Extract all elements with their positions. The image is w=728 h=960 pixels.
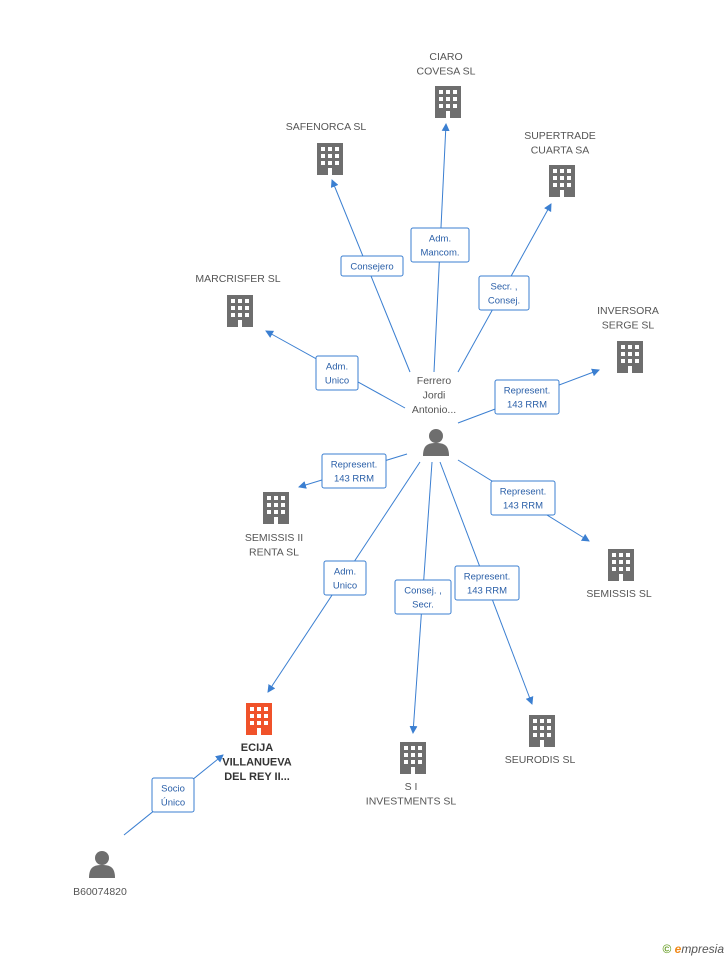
e-ciaro-label[interactable]: Adm. Mancom. bbox=[410, 227, 470, 263]
e-inversora-label-text: 143 RRM bbox=[507, 400, 547, 411]
node-si-label: INVESTMENTS SL bbox=[366, 796, 457, 808]
building-icon[interactable] bbox=[263, 492, 289, 524]
e-seurodis-label[interactable]: Represent. 143 RRM bbox=[454, 565, 520, 601]
node-inversora-label: INVERSORA bbox=[597, 305, 659, 317]
node-semissis-label: SEMISSIS SL bbox=[586, 588, 652, 600]
e-supertrade-label-box[interactable] bbox=[478, 275, 530, 311]
node-safenorca[interactable]: SAFENORCA SL bbox=[286, 121, 367, 175]
node-ciaro-label: CIARO bbox=[429, 51, 462, 63]
node-seurodis[interactable]: SEURODIS SL bbox=[505, 715, 576, 766]
node-semissis[interactable]: SEMISSIS SL bbox=[586, 549, 652, 600]
e-semissis-label-box[interactable] bbox=[490, 480, 556, 516]
e-marcrisfer-label-text: Unico bbox=[325, 376, 349, 387]
e-ecija-label[interactable]: Adm. Unico bbox=[323, 560, 367, 596]
e-supertrade-label[interactable]: Secr. , Consej. bbox=[478, 275, 530, 311]
e-b600-label-text: Único bbox=[161, 798, 185, 809]
node-supertrade-label: SUPERTRADE bbox=[524, 130, 596, 142]
e-seurodis-label-box[interactable] bbox=[454, 565, 520, 601]
node-center-label: Ferrero bbox=[417, 375, 452, 387]
node-marcrisfer[interactable]: MARCRISFER SL bbox=[195, 273, 281, 327]
node-center[interactable]: FerreroJordiAntonio... bbox=[412, 375, 456, 456]
node-ciaro-label: COVESA SL bbox=[417, 66, 476, 78]
node-ecija[interactable]: ECIJA VILLANUEVA DEL REY II... bbox=[222, 703, 292, 783]
node-seurodis-label: SEURODIS SL bbox=[505, 754, 576, 766]
e-semissis2-label-text: 143 RRM bbox=[334, 474, 374, 485]
person-icon[interactable] bbox=[89, 851, 115, 878]
e-marcrisfer-label[interactable]: Adm. Unico bbox=[315, 355, 359, 391]
node-supertrade-label: CUARTA SA bbox=[531, 145, 590, 157]
e-semissis-label[interactable]: Represent. 143 RRM bbox=[490, 480, 556, 516]
e-marcrisfer-label-box[interactable] bbox=[315, 355, 359, 391]
e-semissis-label-text: Represent. bbox=[500, 487, 546, 498]
e-safenorca-label-text: Consejero bbox=[350, 262, 393, 273]
e-b600-label-text: Socio bbox=[161, 784, 185, 795]
e-supertrade-label-text: Secr. , bbox=[491, 282, 518, 293]
e-ecija-label-text: Unico bbox=[333, 581, 357, 592]
brand-name: mpresia bbox=[681, 942, 724, 956]
node-ciaro[interactable]: CIARO COVESA SL bbox=[417, 51, 476, 118]
node-ecija-label: DEL REY II... bbox=[224, 771, 290, 783]
building-icon[interactable] bbox=[608, 549, 634, 581]
e-ecija-label-box[interactable] bbox=[323, 560, 367, 596]
e-inversora-label-text: Represent. bbox=[504, 386, 550, 397]
e-safenorca-label[interactable]: Consejero bbox=[340, 255, 404, 277]
e-b600-label-box[interactable] bbox=[151, 777, 195, 813]
e-semissis2-label[interactable]: Represent. 143 RRM bbox=[321, 453, 387, 489]
e-safenorca-label-box[interactable] bbox=[340, 255, 404, 277]
e-inversora-label-box[interactable] bbox=[494, 379, 560, 415]
e-ecija-label-text: Adm. bbox=[334, 567, 356, 578]
node-center-label: Jordi bbox=[423, 390, 446, 402]
node-b600-label: B60074820 bbox=[73, 886, 127, 898]
node-si-label: S I bbox=[405, 781, 418, 793]
building-icon[interactable] bbox=[617, 341, 643, 373]
e-semissis-label-text: 143 RRM bbox=[503, 501, 543, 512]
node-marcrisfer-label: MARCRISFER SL bbox=[195, 273, 280, 285]
building-icon[interactable] bbox=[549, 165, 575, 197]
node-semissis2[interactable]: SEMISSIS II RENTA SL bbox=[245, 492, 303, 559]
e-semissis2-label-text: Represent. bbox=[331, 460, 377, 471]
node-inversora[interactable]: INVERSORA SERGE SL bbox=[597, 305, 659, 373]
node-ecija-label: ECIJA bbox=[241, 742, 273, 754]
node-ecija-label: VILLANUEVA bbox=[222, 757, 292, 769]
e-si-label[interactable]: Consej. , Secr. bbox=[394, 579, 452, 615]
e-seurodis-label-text: 143 RRM bbox=[467, 586, 507, 597]
e-si-label-box[interactable] bbox=[394, 579, 452, 615]
person-icon[interactable] bbox=[423, 429, 449, 456]
e-semissis2-label-box[interactable] bbox=[321, 453, 387, 489]
node-semissis2-label: SEMISSIS II bbox=[245, 532, 303, 544]
node-supertrade[interactable]: SUPERTRADE CUARTA SA bbox=[524, 130, 596, 197]
e-inversora-label[interactable]: Represent. 143 RRM bbox=[494, 379, 560, 415]
node-semissis2-label: RENTA SL bbox=[249, 547, 299, 559]
e-si-label-text: Secr. bbox=[412, 600, 434, 611]
building-icon[interactable] bbox=[529, 715, 555, 747]
building-icon[interactable] bbox=[400, 742, 426, 774]
brand-e: e bbox=[674, 942, 682, 956]
e-ciaro-label-box[interactable] bbox=[410, 227, 470, 263]
building-icon[interactable] bbox=[317, 143, 343, 175]
building-icon[interactable] bbox=[227, 295, 253, 327]
node-center-label: Antonio... bbox=[412, 404, 456, 416]
copyright-icon: © bbox=[662, 942, 672, 956]
node-inversora-label: SERGE SL bbox=[602, 320, 655, 332]
e-supertrade-label-text: Consej. bbox=[488, 296, 520, 307]
brand-logo: © empresia bbox=[662, 942, 724, 956]
e-ciaro-label-text: Adm. bbox=[429, 234, 451, 245]
e-ciaro-label-text: Mancom. bbox=[420, 248, 459, 259]
building-icon[interactable] bbox=[435, 86, 461, 118]
node-si[interactable]: S I INVESTMENTS SL bbox=[366, 742, 457, 808]
node-b600[interactable]: B60074820 bbox=[73, 851, 127, 898]
node-safenorca-label: SAFENORCA SL bbox=[286, 121, 367, 133]
e-seurodis-label-text: Represent. bbox=[464, 572, 510, 583]
e-si-label-text: Consej. , bbox=[404, 586, 442, 597]
e-marcrisfer-label-text: Adm. bbox=[326, 362, 348, 373]
building-icon[interactable] bbox=[246, 703, 272, 735]
